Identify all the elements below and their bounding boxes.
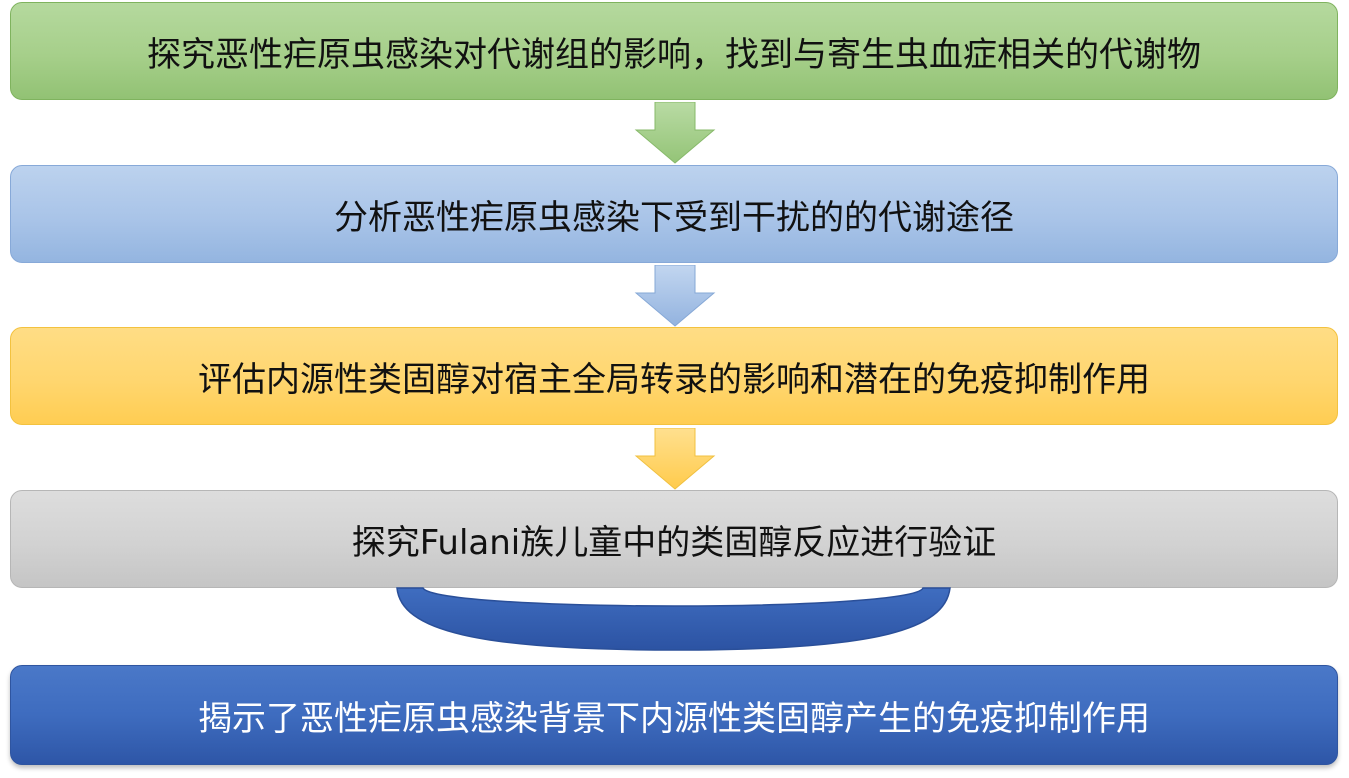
result-box: 揭示了恶性疟原虫感染背景下内源性类固醇产生的免疫抑制作用 bbox=[10, 665, 1338, 765]
down-arrow-icon bbox=[634, 265, 716, 327]
result-text: 揭示了恶性疟原虫感染背景下内源性类固醇产生的免疫抑制作用 bbox=[198, 698, 1150, 739]
step-2-text: 分析恶性疟原虫感染下受到干扰的的代谢途径 bbox=[334, 197, 1014, 238]
step-3-text: 评估内源性类固醇对宿主全局转录的影响和潜在的免疫抑制作用 bbox=[198, 359, 1150, 400]
down-arrow-icon bbox=[634, 428, 716, 490]
down-arrow-icon bbox=[634, 102, 716, 164]
step-1-text: 探究恶性疟原虫感染对代谢组的影响，找到与寄生虫血症相关的代谢物 bbox=[147, 34, 1201, 75]
step-box-1: 探究恶性疟原虫感染对代谢组的影响，找到与寄生虫血症相关的代谢物 bbox=[10, 2, 1338, 100]
step-box-3: 评估内源性类固醇对宿主全局转录的影响和潜在的免疫抑制作用 bbox=[10, 327, 1338, 425]
step-box-2: 分析恶性疟原虫感染下受到干扰的的代谢途径 bbox=[10, 165, 1338, 263]
step-4-text: 探究Fulani族儿童中的类固醇反应进行验证 bbox=[351, 522, 997, 563]
step-box-4: 探究Fulani族儿童中的类固醇反应进行验证 bbox=[10, 490, 1338, 588]
curved-connector-icon bbox=[396, 587, 951, 651]
